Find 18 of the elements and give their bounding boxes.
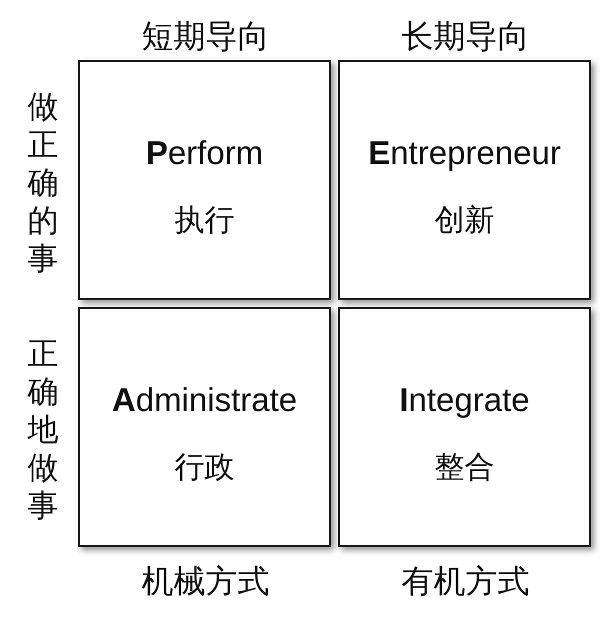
quadrant-subtitle: 执行 xyxy=(174,202,236,240)
quadrant-title: Integrate xyxy=(398,381,531,419)
quadrant-box xyxy=(78,60,331,300)
row-header: 做正确的事 xyxy=(26,88,60,278)
quadrant-title: Administrate xyxy=(110,381,298,419)
quadrant-subtitle: 行政 xyxy=(174,449,236,487)
quadrant-title: Perform xyxy=(144,134,264,172)
column-header: 短期导向 xyxy=(140,16,270,57)
quadrant-subtitle: 创新 xyxy=(434,202,496,240)
quadrant-box xyxy=(338,307,591,547)
quadrant-box xyxy=(78,307,331,547)
quadrant-box xyxy=(338,60,591,300)
row-header: 正确地做事 xyxy=(26,335,60,525)
quadrant-subtitle: 整合 xyxy=(434,449,496,487)
quadrant-title: Entrepreneur xyxy=(367,134,562,172)
column-footer: 机械方式 xyxy=(78,560,333,604)
column-header: 长期导向 xyxy=(400,16,530,57)
column-footer: 有机方式 xyxy=(338,560,593,604)
